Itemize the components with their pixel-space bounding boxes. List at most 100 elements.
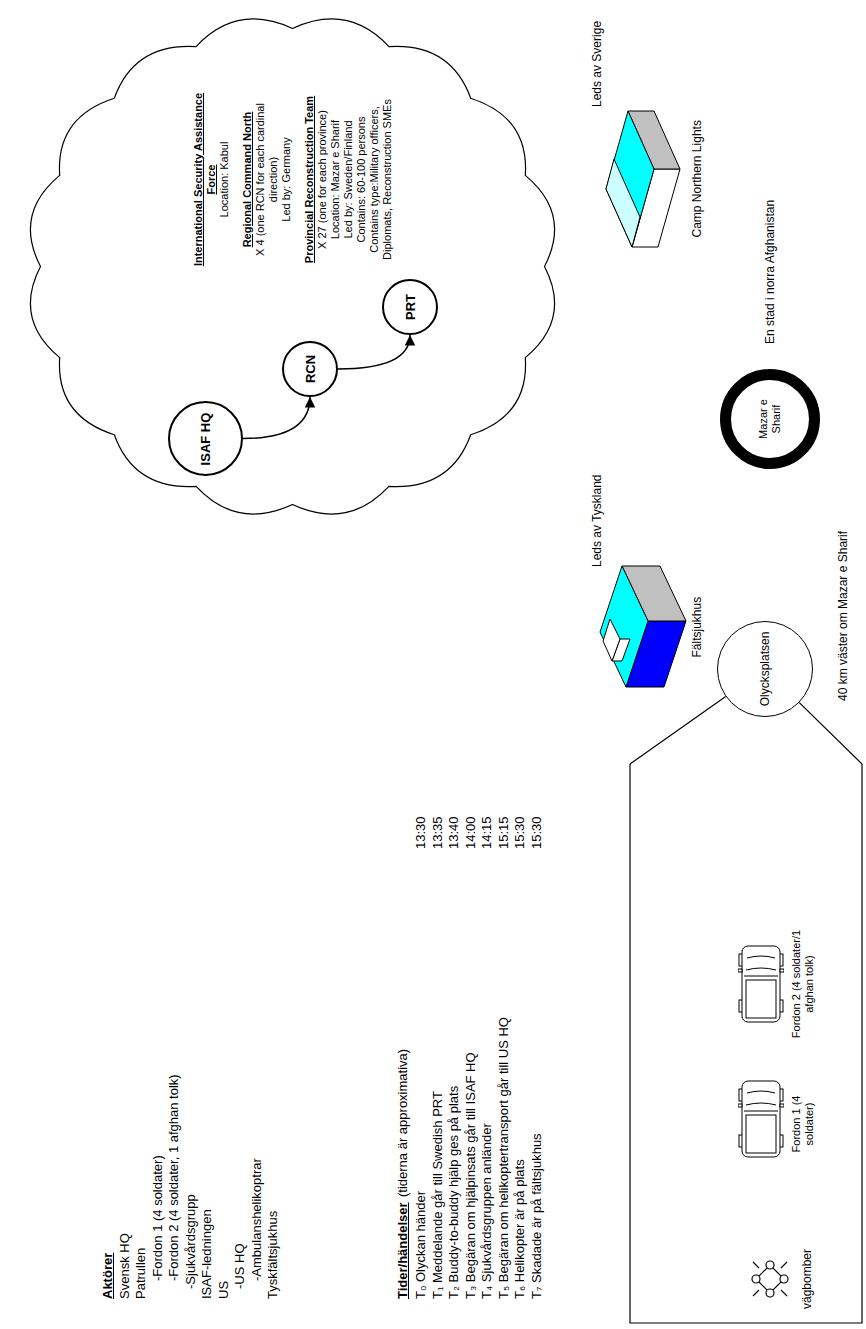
event-time-holder: 13:35 bbox=[430, 816, 445, 849]
circle-label: PRT bbox=[403, 294, 418, 320]
actor-item: -Sjukvårdsgrupp bbox=[183, 1194, 198, 1289]
event-time: 15:15 bbox=[496, 816, 511, 849]
actor-item: Tyskfältsjukhus bbox=[265, 1211, 280, 1299]
actor-item: US bbox=[216, 1281, 231, 1299]
event-time: 15:30 bbox=[512, 816, 527, 849]
actor-item: Patrullen bbox=[133, 1248, 148, 1299]
event-item: T₅ Begäran om helikoptertransport går ti… bbox=[496, 1017, 511, 1299]
actor-item-holder: US bbox=[216, 1281, 231, 1299]
cloud-text-column: International Security Assistance Force L… bbox=[192, 92, 394, 267]
building-label-holder: Fältsjukhus bbox=[690, 597, 704, 658]
circle-node: ISAF HQ bbox=[168, 402, 243, 477]
event-time: 13:40 bbox=[446, 816, 461, 849]
camp-building bbox=[596, 109, 686, 249]
bomb-label: vägbomber bbox=[800, 1249, 814, 1309]
connector bbox=[338, 335, 410, 369]
pickup-truck bbox=[738, 1079, 784, 1159]
event-time: 13:30 bbox=[413, 816, 428, 849]
actor-item-holder: Tyskfältsjukhus bbox=[265, 1211, 280, 1299]
actor-item: Svensk HQ bbox=[117, 1233, 132, 1299]
list-heading: Aktörer bbox=[100, 1253, 115, 1299]
event-time-holder: 13:40 bbox=[446, 816, 461, 849]
city-label: Mazar e Sharif bbox=[757, 391, 783, 447]
zoom-frame bbox=[630, 764, 862, 1323]
event-item-holder: T₃ Begäran om hjälpinsats går till ISAF … bbox=[463, 1052, 478, 1299]
info-line: Led by: Sweden/Finland bbox=[342, 92, 355, 267]
actor-item-holder: -Sjukvårdsgrupp bbox=[183, 1194, 198, 1289]
event-time: 15:30 bbox=[529, 816, 544, 849]
event-item-holder: T₂ Buddy-to-buddy hjälp ges på plats bbox=[446, 1086, 461, 1299]
info-line: X 4 (one RCN for each cardinal direction… bbox=[254, 92, 280, 267]
event-item: T₄ Sjukvårdsgruppen anländer bbox=[479, 1123, 494, 1299]
info-line: Led by: Germany bbox=[280, 92, 293, 267]
event-time: 13:35 bbox=[430, 816, 445, 849]
event-item: T₇ Skadade är på fältsjukhus bbox=[529, 1133, 544, 1299]
led-by-label-holder: Leds av Tyskland bbox=[590, 474, 604, 567]
circle-label: RCN bbox=[303, 355, 318, 383]
info-heading: Provincial Reconstruction Team bbox=[303, 92, 316, 267]
info-heading: Regional Command North bbox=[241, 92, 254, 267]
circle-node: Olycksplatsen bbox=[717, 621, 813, 717]
vehicle-label: Fordon 2 (4 soldater/1 afghan tolk) bbox=[790, 914, 816, 1054]
event-time: 14:15 bbox=[479, 816, 494, 849]
building-label: Fältsjukhus bbox=[690, 597, 704, 658]
hospital-building bbox=[596, 564, 688, 689]
city-note: En stad i norra Afghanistan bbox=[763, 200, 777, 344]
info-heading: International Security Assistance Force bbox=[192, 92, 218, 267]
led-by-label-holder: Leds av Sverige bbox=[590, 21, 604, 107]
vehicle-label: Fordon 1 (4 soldater) bbox=[790, 1089, 816, 1159]
event-time-holder: 15:15 bbox=[496, 816, 511, 849]
event-time: 14:00 bbox=[463, 816, 478, 849]
distance-note-holder: 40 km väster om Mazar e Sharif bbox=[836, 531, 850, 701]
event-time-holder: 14:15 bbox=[479, 816, 494, 849]
event-item-holder: T₀ Olyckan händer bbox=[413, 1191, 428, 1299]
list-heading: Tider/händelser bbox=[395, 1202, 410, 1299]
circle-node: PRT bbox=[382, 279, 438, 335]
event-item-holder: T₆ Helikopter är på plats bbox=[512, 1159, 527, 1299]
list-note-holder: (tiderna är approximativa) bbox=[395, 1049, 410, 1197]
event-time-holder: 15:30 bbox=[512, 816, 527, 849]
vehicle: Fordon 1 (4 soldater) bbox=[738, 1089, 816, 1159]
info-line: Contains: 60-100 persons bbox=[355, 92, 368, 267]
info-line: Location: Mazar e Sharif bbox=[329, 92, 342, 267]
bomb-label-holder: vägbomber bbox=[800, 1249, 814, 1309]
building-label-holder: Camp Northern Lights bbox=[690, 120, 704, 237]
list-heading-holder: Aktörer bbox=[100, 1253, 115, 1299]
actor-item: -US HQ bbox=[232, 1244, 247, 1290]
actor-item: -Fordon 1 (4 soldater) bbox=[150, 1155, 165, 1281]
city-note-holder: En stad i norra Afghanistan bbox=[763, 200, 777, 344]
actor-item-holder: Svensk HQ bbox=[117, 1233, 132, 1299]
circle-label: ISAF HQ bbox=[198, 413, 213, 466]
actor-item-holder: -Fordon 1 (4 soldater) bbox=[150, 1155, 165, 1281]
list-note: (tiderna är approximativa) bbox=[395, 1049, 410, 1197]
event-item: T₁ Meddelande går till Swedish PRT bbox=[430, 1091, 445, 1299]
field-hospital: Leds av TysklandFältsjukhus bbox=[590, 459, 715, 689]
info-line: Contains type:Military officers, Diploma… bbox=[368, 92, 394, 267]
pickup-truck bbox=[738, 944, 784, 1024]
event-time-holder: 15:30 bbox=[529, 816, 544, 849]
circle-label: Olycksplatsen bbox=[758, 632, 772, 707]
actor-item: -Fordon 2 (4 soldater, 1 afghan tolk) bbox=[166, 1074, 181, 1281]
list-heading-holder: Tider/händelser bbox=[395, 1202, 410, 1299]
event-item: T₂ Buddy-to-buddy hjälp ges på plats bbox=[446, 1086, 461, 1299]
camp: Leds av SverigeCamp Northern Lights bbox=[590, 4, 715, 249]
actor-item: ISAF-ledningen bbox=[199, 1209, 214, 1299]
event-time-holder: 13:30 bbox=[413, 816, 428, 849]
vehicle: Fordon 2 (4 soldater/1 afghan tolk) bbox=[738, 914, 816, 1054]
zoom-outline bbox=[630, 697, 862, 1323]
distance-note: 40 km väster om Mazar e Sharif bbox=[836, 531, 850, 701]
led-by-label: Leds av Sverige bbox=[590, 21, 604, 107]
actor-item-holder: -Fordon 2 (4 soldater, 1 afghan tolk) bbox=[166, 1074, 181, 1281]
actor-item: -Ambulanshelikoptrar bbox=[249, 1158, 264, 1281]
event-item-holder: T₄ Sjukvårdsgruppen anländer bbox=[479, 1123, 494, 1299]
road-bomb-symbol bbox=[752, 1261, 788, 1297]
building-label: Camp Northern Lights bbox=[690, 120, 704, 237]
actor-item-holder: -US HQ bbox=[232, 1244, 247, 1290]
connector bbox=[243, 397, 310, 439]
actor-item-holder: -Ambulanshelikoptrar bbox=[249, 1158, 264, 1281]
event-item-holder: T₅ Begäran om helikoptertransport går ti… bbox=[496, 1017, 511, 1299]
event-item: T₀ Olyckan händer bbox=[413, 1191, 428, 1299]
actor-item-holder: Patrullen bbox=[133, 1248, 148, 1299]
led-by-label: Leds av Tyskland bbox=[590, 474, 604, 567]
